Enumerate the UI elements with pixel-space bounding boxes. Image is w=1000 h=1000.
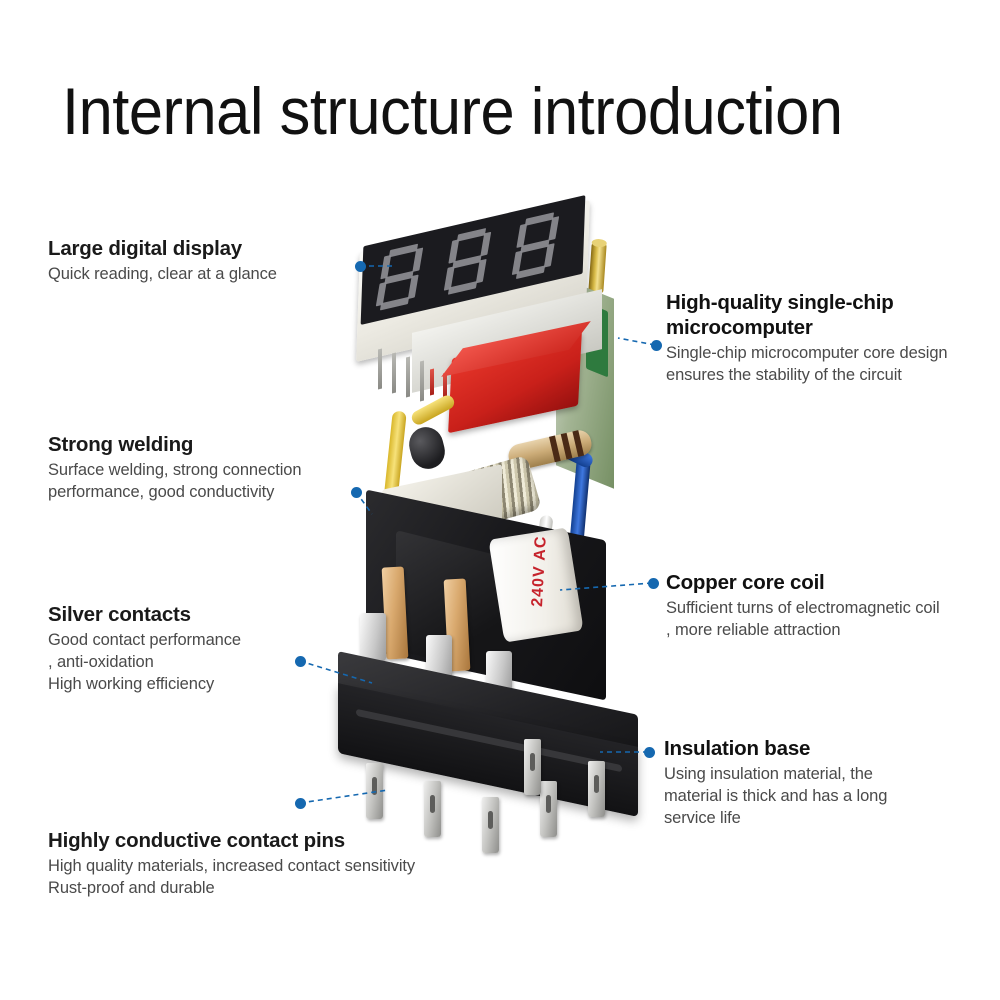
marker-dot-silver <box>295 656 306 667</box>
callout-microcomputer: High-quality single-chip microcomputer S… <box>666 290 996 386</box>
callout-description: Single-chip microcomputer core design en… <box>666 344 948 384</box>
callout-description: High quality materials, increased contac… <box>48 857 416 897</box>
callout-description: Good contact performance , anti-oxidatio… <box>48 631 241 693</box>
contact-pin-3 <box>482 797 499 853</box>
callout-strong-welding: Strong welding Surface welding, strong c… <box>48 432 368 503</box>
marker-dot-base <box>644 747 655 758</box>
contact-pin-1 <box>366 763 383 819</box>
callout-title: Strong welding <box>48 433 194 456</box>
callout-large-digital-display: Large digital display Quick reading, cle… <box>48 236 348 285</box>
display-digit-3 <box>509 210 563 281</box>
contact-pin-4 <box>540 781 557 837</box>
marker-dot-display <box>355 261 366 272</box>
callout-title: Insulation base <box>664 737 811 760</box>
capacitor <box>405 423 449 473</box>
marker-dot-mcu <box>651 340 662 351</box>
callout-title: Large digital display <box>48 237 243 260</box>
callout-title: Copper core coil <box>666 571 825 594</box>
standoff-post-2 <box>588 242 607 294</box>
coil-voltage-text: 240V AC <box>529 535 550 608</box>
callout-silver-contacts: Silver contacts Good contact performance… <box>48 602 348 695</box>
callout-title: High-quality single-chip microcomputer <box>666 291 894 339</box>
coil-voltage-label: 240V AC <box>488 527 584 643</box>
marker-dot-pins <box>295 798 306 809</box>
contact-pin-2 <box>424 781 441 837</box>
marker-dot-welding <box>351 487 362 498</box>
contact-pin-5 <box>588 761 605 817</box>
callout-contact-pins: Highly conductive contact pins High qual… <box>48 828 518 899</box>
product-illustration: 240V AC <box>300 195 700 855</box>
callout-description: Quick reading, clear at a glance <box>48 265 277 283</box>
callout-title: Highly conductive contact pins <box>48 829 345 852</box>
display-digit-2 <box>441 226 495 297</box>
silver-contact-1 <box>360 613 386 661</box>
display-digit-1 <box>373 242 427 313</box>
callout-description: Using insulation material, the material … <box>664 765 888 827</box>
callout-description: Surface welding, strong connection perfo… <box>48 461 302 501</box>
contact-pin-6 <box>524 739 541 795</box>
marker-dot-coil <box>648 578 659 589</box>
callout-description: Sufficient turns of electromagnetic coil… <box>666 599 940 639</box>
callout-insulation-base: Insulation base Using insulation materia… <box>664 736 964 829</box>
callout-copper-core-coil: Copper core coil Sufficient turns of ele… <box>666 570 996 641</box>
callout-title: Silver contacts <box>48 603 191 626</box>
page-title: Internal structure introduction <box>62 74 843 148</box>
